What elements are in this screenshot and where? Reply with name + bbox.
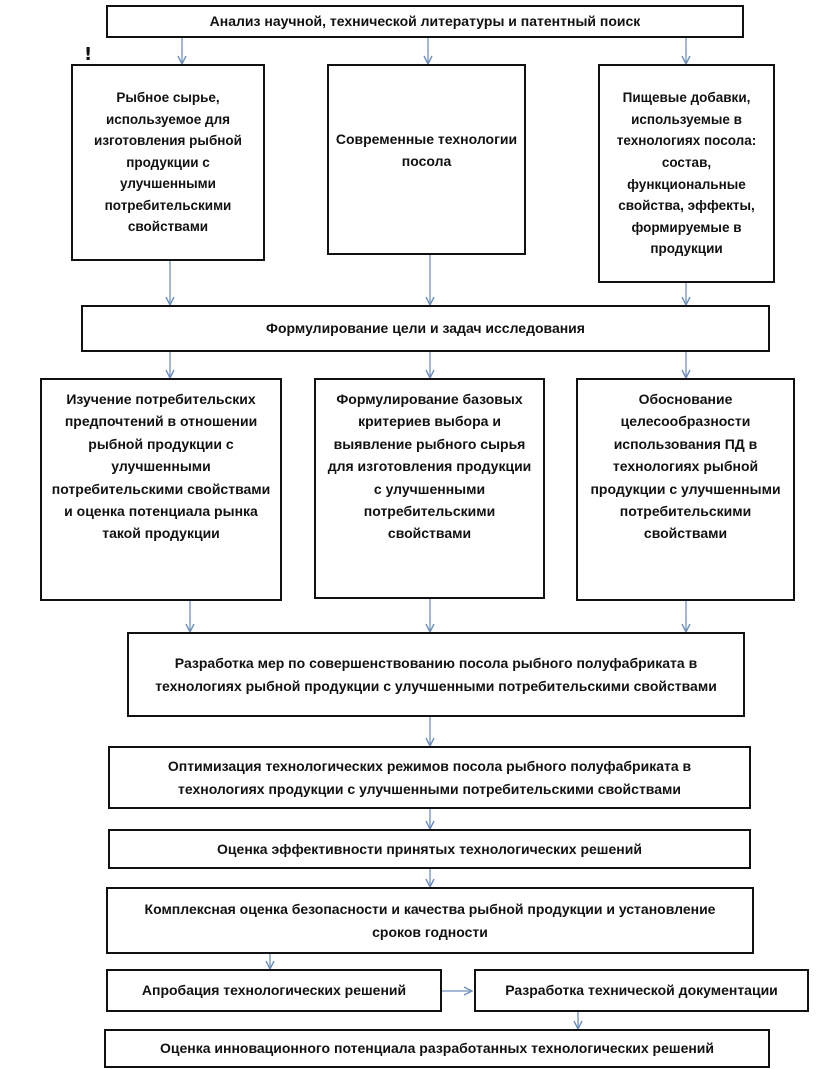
node-approbation: Апробация технологических решений (106, 969, 442, 1012)
node-safety: Комплексная оценка безопасности и качест… (106, 887, 754, 954)
node-goals: Формулирование цели и задач исследования (81, 305, 770, 352)
node-salting-tech: Современные технологии посола (327, 64, 526, 255)
node-optimization: Оптимизация технологических режимов посо… (108, 746, 751, 809)
node-measures: Разработка мер по совершенствованию посо… (127, 632, 745, 717)
exclamation-mark: ! (84, 44, 93, 65)
node-justification: Обоснование целесообразности использован… (576, 378, 795, 601)
node-innovation: Оценка инновационного потенциала разрабо… (104, 1029, 770, 1068)
node-consumer-study: Изучение потребительских предпочтений в … (40, 378, 282, 601)
node-documentation: Разработка технической документации (474, 969, 809, 1012)
node-additives: Пищевые добавки, используемые в технолог… (598, 64, 775, 283)
node-raw-fish: Рыбное сырье, используемое для изготовле… (71, 64, 265, 261)
node-efficiency: Оценка эффективности принятых технологич… (108, 829, 751, 869)
node-literature: Анализ научной, технической литературы и… (106, 5, 744, 38)
node-criteria: Формулирование базовых критериев выбора … (314, 378, 545, 599)
